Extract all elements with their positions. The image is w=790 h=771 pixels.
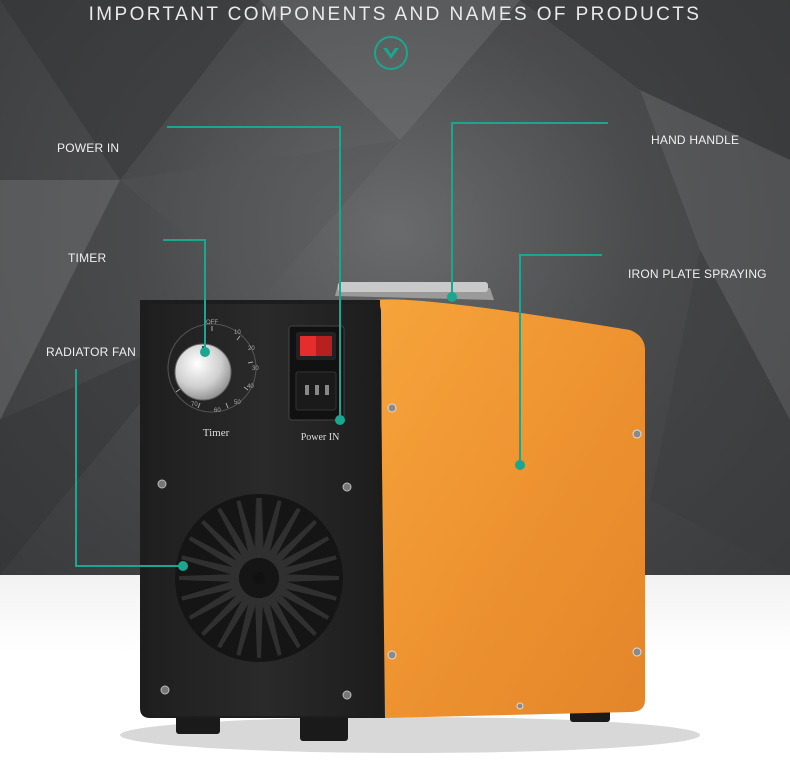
callout-radiator-fan: RADIATOR FAN [46, 345, 136, 359]
fan-grille [175, 494, 343, 662]
callout-hand-handle: HAND HANDLE [651, 133, 740, 147]
callout-power-in: POWER IN [57, 141, 120, 155]
page-title: IMPORTANT COMPONENTS AND NAMES OF PRODUC… [88, 4, 702, 25]
dial-off-mark: OFF [206, 320, 218, 326]
dial-mark: 50 [234, 400, 241, 406]
dial-mark: 60 [214, 408, 221, 414]
dial-mark: 20 [248, 346, 255, 352]
dial-mark: 40 [247, 384, 254, 390]
dial-mark: 30 [252, 366, 259, 372]
dial-mark: 10 [234, 330, 241, 336]
chevron-down-icon [374, 36, 408, 70]
timer-caption: Timer [203, 427, 230, 439]
dial-mark: 70 [191, 402, 198, 408]
power-caption: Power IN [301, 432, 340, 443]
background-facets [0, 0, 790, 575]
callout-timer: TIMER [68, 251, 107, 265]
callout-iron-plate-spraying: IRON PLATE SPRAYING [628, 267, 767, 281]
